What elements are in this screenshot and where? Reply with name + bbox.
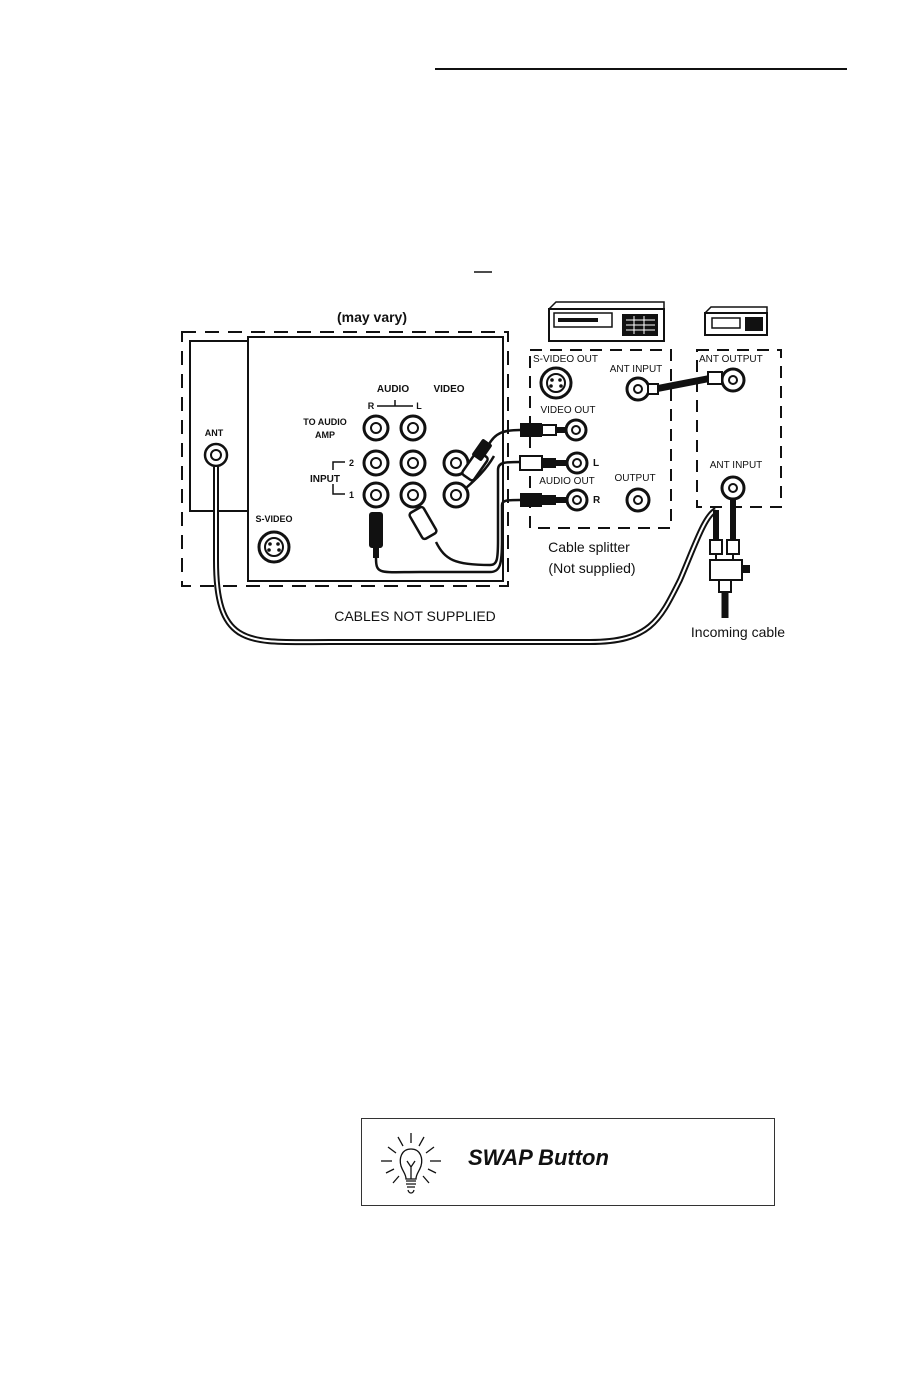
vcr-s-video-out-jack xyxy=(541,368,571,398)
tv-audio-out-l-jack xyxy=(401,416,425,440)
tv-input-label: INPUT xyxy=(310,474,340,485)
vcr-ant-input-label: ANT INPUT xyxy=(610,364,663,375)
tv-ant-jack xyxy=(205,444,227,466)
box-ant-output-label: ANT OUTPUT xyxy=(699,354,763,365)
tv-input-1-label: 1 xyxy=(349,490,354,500)
vcr-audio-r-jack xyxy=(567,490,587,510)
tip-box: SWAP Button xyxy=(361,1118,775,1206)
tv-input1-l-jack xyxy=(401,483,425,507)
cable-box-icon xyxy=(705,307,767,335)
cables-not-supplied-label: CABLES NOT SUPPLIED xyxy=(334,608,496,624)
box-ant-input-jack xyxy=(722,477,744,499)
vcr-icon xyxy=(549,302,664,341)
vcr-l-label: L xyxy=(593,458,599,469)
incoming-cable-label: Incoming cable xyxy=(691,624,785,640)
box-ant-input-label: ANT INPUT xyxy=(710,460,763,471)
vcr-video-out-jack xyxy=(566,420,586,440)
audio-bracket xyxy=(377,400,413,406)
tv-input1-r-plug xyxy=(369,512,383,558)
tv-video-label: VIDEO xyxy=(433,384,464,395)
tv-input1-video-jack xyxy=(444,483,468,507)
box-ant-output-jack xyxy=(722,369,744,391)
tv-input1-l-plug xyxy=(409,506,438,540)
tv-input2-l-jack xyxy=(401,451,425,475)
vcr-r-label: R xyxy=(593,495,601,506)
may-vary-label: (may vary) xyxy=(337,309,407,325)
vcr-audio-out-label: AUDIO OUT xyxy=(539,476,595,487)
splitter-label-2: (Not supplied) xyxy=(548,560,635,576)
tv-r-label: R xyxy=(368,401,375,411)
tv-input2-r-jack xyxy=(364,451,388,475)
to-audio-amp-label-1: TO AUDIO xyxy=(303,417,347,427)
vcr-output-label: OUTPUT xyxy=(614,473,655,484)
vcr-s-video-out-label: S-VIDEO OUT xyxy=(533,354,598,365)
vcr-audio-r-plug xyxy=(520,493,566,507)
vcr-ant-input-jack xyxy=(627,378,649,400)
tv-ant-label: ANT xyxy=(205,428,224,438)
lightbulb-icon xyxy=(368,1121,458,1205)
vcr-audio-l-jack xyxy=(567,453,587,473)
box-to-vcr-coax xyxy=(648,372,722,394)
vcr-video-out-label: VIDEO OUT xyxy=(540,405,595,416)
to-audio-amp-label-2: AMP xyxy=(315,430,335,440)
tv-l-label: L xyxy=(416,401,422,411)
splitter-label-1: Cable splitter xyxy=(548,539,630,555)
vcr-audio-l-plug xyxy=(520,456,566,470)
tv-audio-out-r-jack xyxy=(364,416,388,440)
vcr-video-out-plug xyxy=(520,423,566,437)
tv-input1-r-jack xyxy=(364,483,388,507)
vcr-output-jack xyxy=(627,489,649,511)
cable-splitter xyxy=(710,540,750,592)
tv-s-video-label: S-VIDEO xyxy=(255,514,292,524)
tip-title: SWAP Button xyxy=(468,1145,609,1171)
tv-audio-label: AUDIO xyxy=(377,384,409,395)
tv-s-video-jack xyxy=(259,532,289,562)
tv-input-2-label: 2 xyxy=(349,458,354,468)
